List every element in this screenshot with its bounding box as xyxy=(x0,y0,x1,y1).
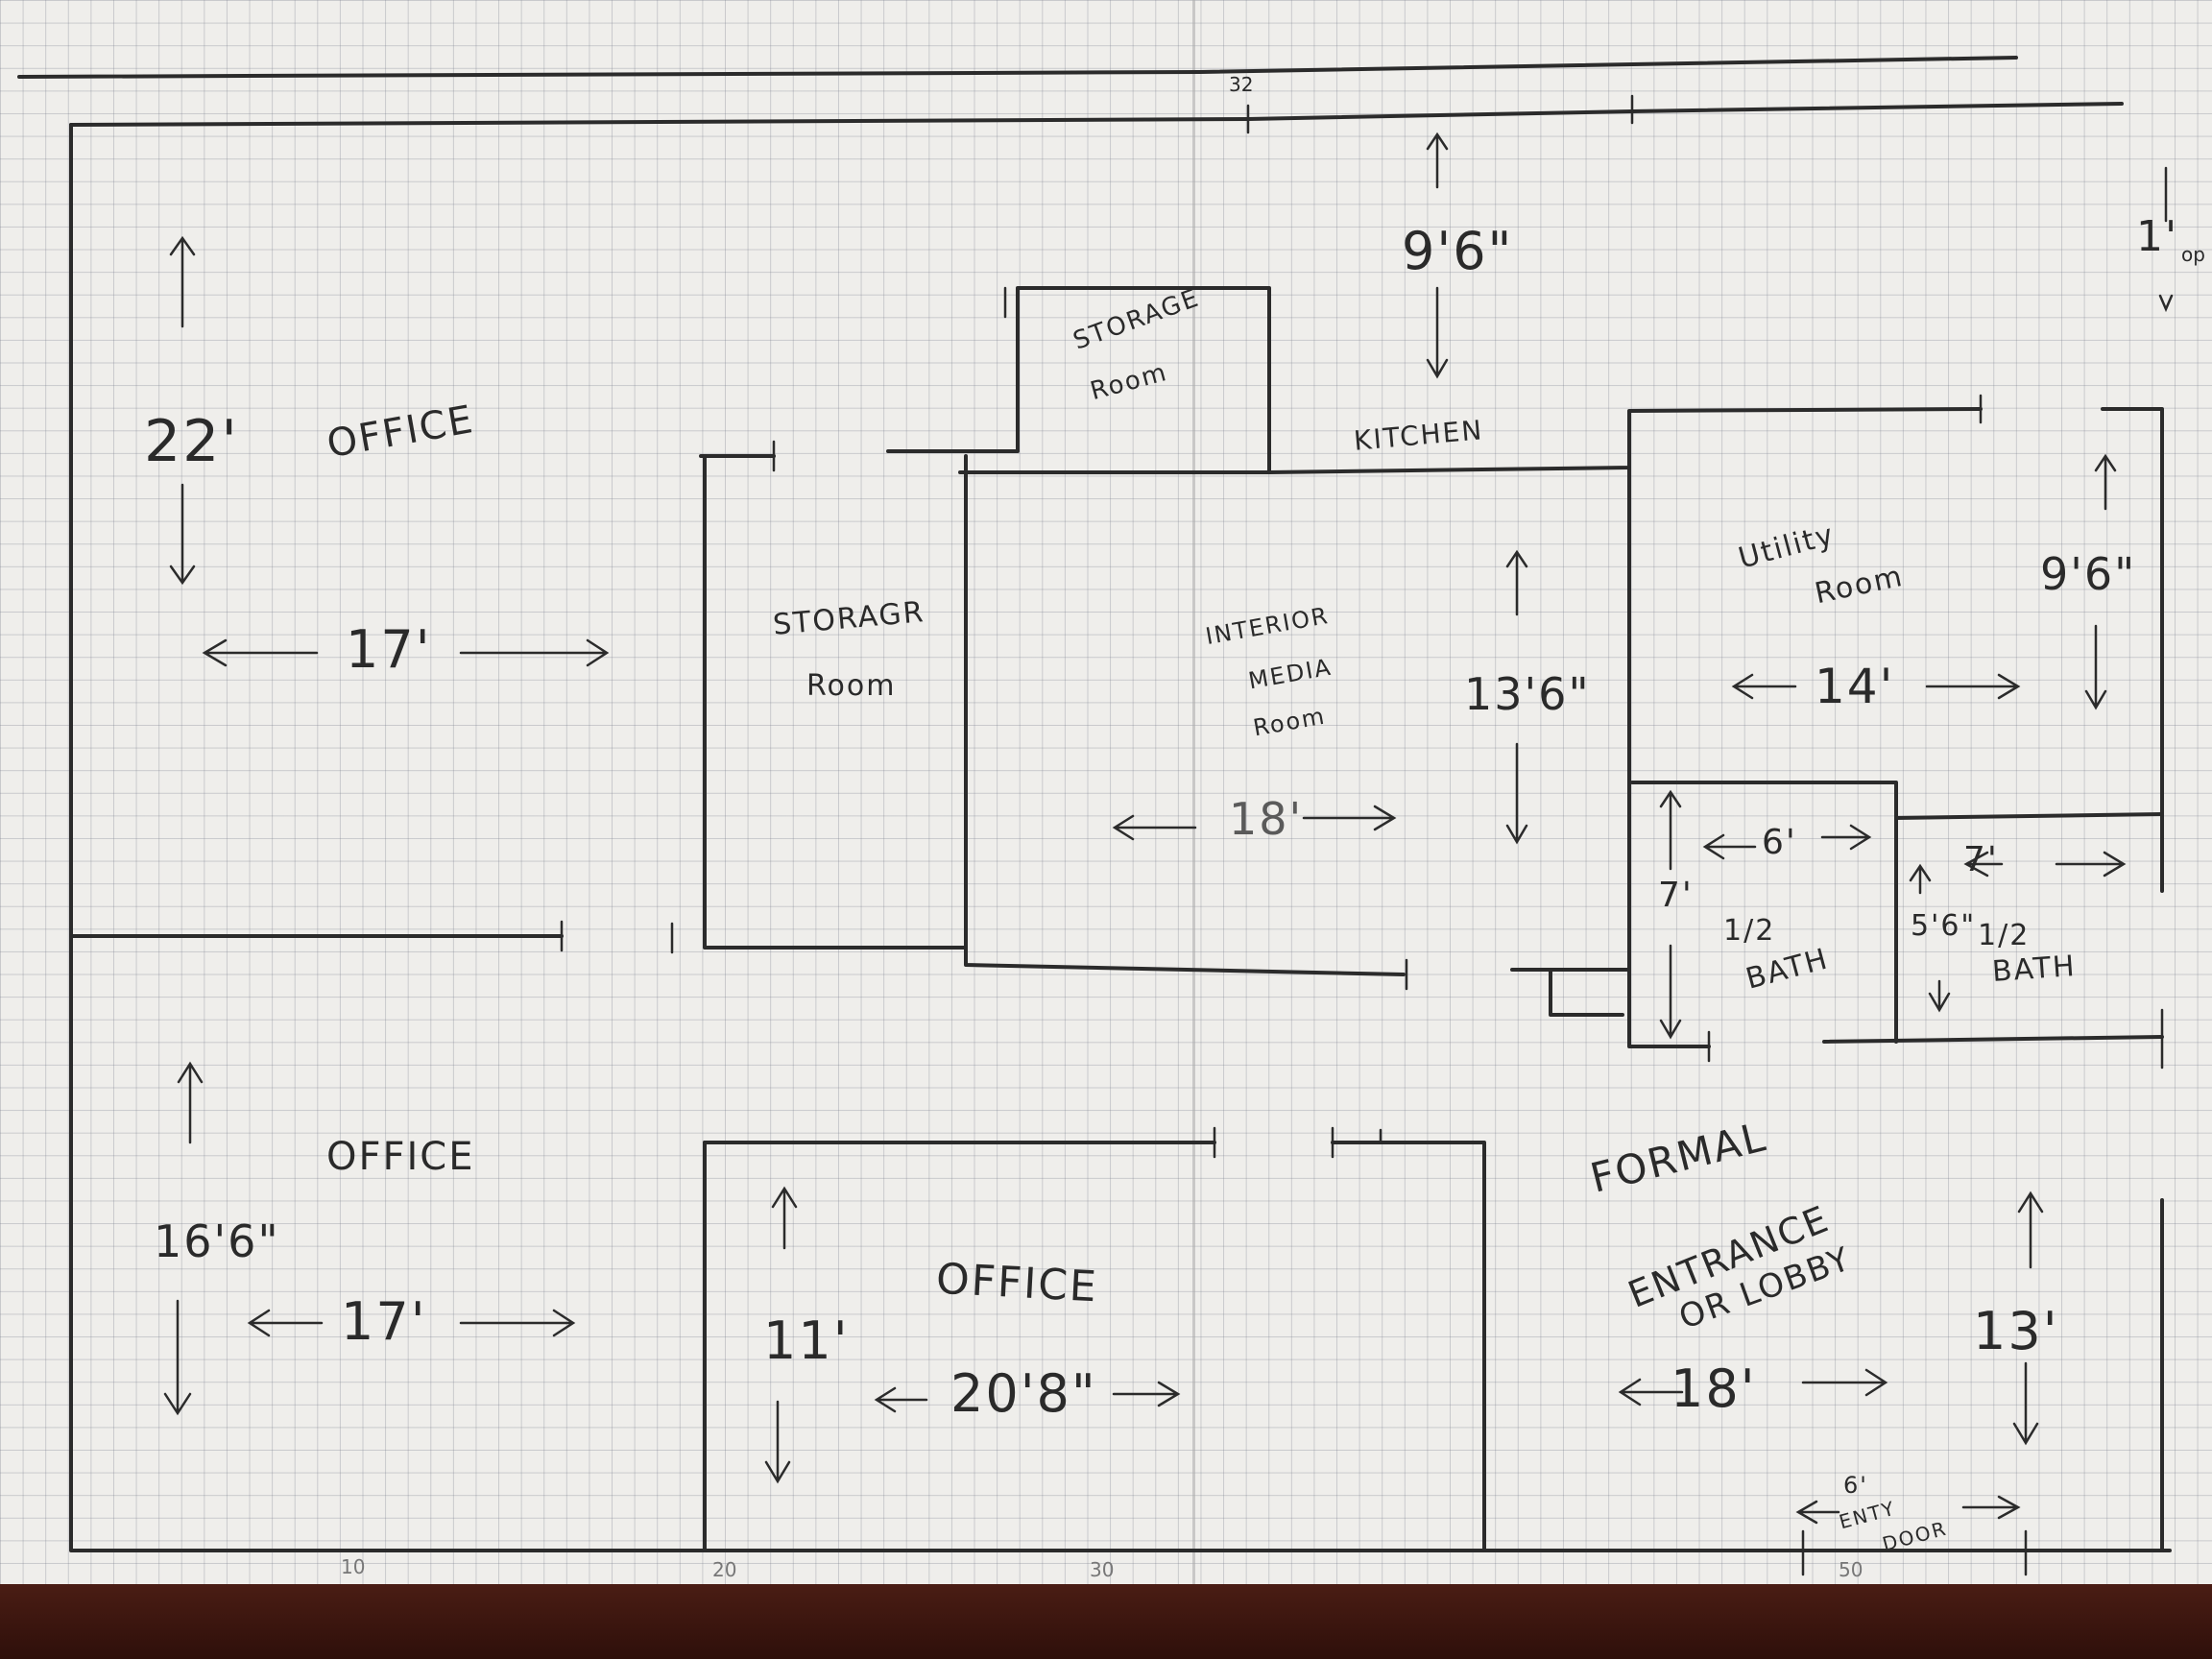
bath-right-width-dimension: 7' xyxy=(1963,840,1999,879)
half-bath-right-label-line2: BATH xyxy=(1990,949,2078,990)
lobby-height-dimension: 13' xyxy=(1973,1301,2059,1361)
bath-left-height-dimension: 7' xyxy=(1658,876,1694,915)
office-top-height-dimension: 22' xyxy=(144,408,239,475)
scale-mark-10: 10 xyxy=(341,1555,366,1578)
lobby-width-dimension: 18' xyxy=(1671,1358,1757,1419)
wooden-table-edge xyxy=(0,1584,2212,1659)
media-width-dimension: 18' xyxy=(1229,793,1304,845)
office-bottom-left-label: OFFICE xyxy=(326,1135,475,1179)
scale-mark-30: 30 xyxy=(1090,1558,1115,1581)
bath-right-height-dimension: 5'6" xyxy=(1911,909,1977,943)
half-bath-left-label-line1: 1/2 xyxy=(1723,914,1776,948)
office-bottom-left-width-dimension: 17' xyxy=(341,1291,427,1352)
interior-walls xyxy=(69,286,2164,1552)
graph-paper xyxy=(0,0,2212,1584)
scale-mark-50: 50 xyxy=(1839,1558,1863,1581)
wall-end-ticks xyxy=(560,94,2164,1576)
bath-left-width-dimension: 6' xyxy=(1762,823,1797,862)
floor-plan-drawing xyxy=(17,56,2174,1576)
office-bottom-middle-width-dimension: 20'8" xyxy=(950,1363,1097,1424)
top-right-opening-dimension: 1' xyxy=(2136,212,2179,261)
paper-seam xyxy=(1192,0,1195,1584)
office-bottom-middle-height-dimension: 11' xyxy=(763,1310,850,1371)
scale-mark-32: 32 xyxy=(1229,73,1254,96)
scale-mark-20: 20 xyxy=(712,1558,737,1581)
top-right-opening-note: op xyxy=(2181,243,2205,266)
kitchen-depth-dimension: 9'6" xyxy=(1402,221,1514,281)
utility-width-dimension: 14' xyxy=(1815,659,1895,714)
office-bottom-left-height-dimension: 16'6" xyxy=(154,1215,280,1267)
dimension-arrows xyxy=(163,132,2174,1525)
building-outline xyxy=(17,56,2172,1552)
half-bath-right-label-line1: 1/2 xyxy=(1978,919,2031,952)
office-top-width-dimension: 17' xyxy=(346,619,432,680)
entry-door-label-line1: 6' xyxy=(1843,1472,1868,1499)
storage-room-center-label-line2: Room xyxy=(806,669,897,703)
utility-height-dimension: 9'6" xyxy=(2040,548,2137,600)
media-height-dimension: 13'6" xyxy=(1464,668,1591,720)
office-bottom-middle-label: OFFICE xyxy=(934,1254,1099,1312)
